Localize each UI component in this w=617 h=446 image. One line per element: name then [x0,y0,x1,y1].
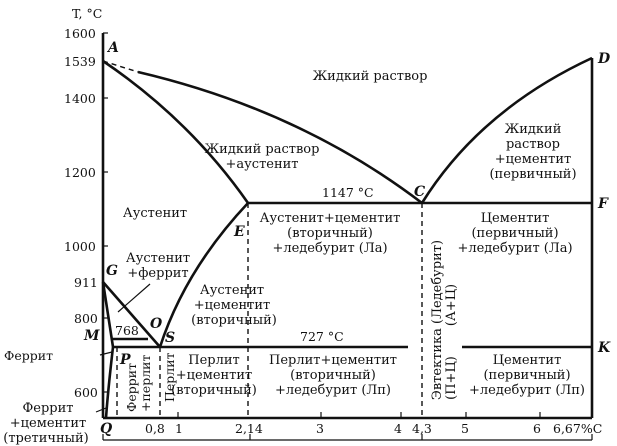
point-G: G [106,263,118,279]
y-tick-1200: 1200 [64,165,96,180]
region-austenite-cementite: Аустенит +цементит (вторичный) [191,283,277,328]
svg-text:+ледебурит (Лп): +ледебурит (Лп) [469,383,585,398]
x-ticks [177,412,541,418]
liquidus-AC [137,70,423,205]
austenite-ferrite-pointer [117,283,151,313]
region-liquid-austenite: Жидкий раствор +аустенит [205,142,320,172]
svg-text:Эвтектика (Ледебурит): Эвтектика (Ледебурит) [430,240,445,400]
point-P: P [119,352,131,368]
region-ferrite-perlite: Феррит +перлит [124,355,153,412]
region-austenite-cementite-ledeburite: Аустенит+цементит (вторичный) +ледебурит… [260,211,401,256]
point-C: C [414,184,425,200]
svg-text:раствор: раствор [506,137,560,152]
x-tick-5: 5 [461,421,469,436]
svg-text:Феррит: Феррит [124,363,139,412]
x-tick-4: 4 [394,421,402,436]
y-axis-title: T, °C [72,6,102,21]
svg-text:+цементит: +цементит [194,298,270,313]
svg-text:+цементит: +цементит [495,152,571,167]
svg-text:+феррит: +феррит [127,266,188,281]
region-perlite: Перлит [162,352,177,402]
svg-text:(третичный): (третичный) [3,431,88,446]
x-tick-2.14: 2,14 [235,421,263,436]
point-F: F [597,196,609,212]
solidus-AE [102,59,250,204]
svg-text:+перлит: +перлит [138,355,153,412]
svg-text:Цементит: Цементит [481,211,550,226]
svg-text:Аустенит+цементит: Аустенит+цементит [260,211,401,226]
svg-text:Перлит: Перлит [188,353,239,368]
line-ES [158,202,249,348]
svg-text:Цементит: Цементит [493,353,562,368]
svg-text:+аустенит: +аустенит [226,157,299,172]
svg-text:Аустенит: Аустенит [126,251,190,266]
svg-text:Жидкий раствор: Жидкий раствор [205,142,320,157]
svg-text:(первичный): (первичный) [471,226,558,241]
y-tick-911: 911 [74,275,98,290]
x-tick-6: 6 [533,421,541,436]
region-ferrite-cementite: Феррит +цементит (третичный) [3,401,88,446]
svg-text:(вторичный): (вторичный) [171,383,257,398]
line-PQ [104,346,115,419]
y-tick-1539: 1539 [64,54,96,69]
liquidus-DC [420,56,593,204]
region-austenite-ferrite: Аустенит +феррит [126,251,190,281]
point-Q: Q [100,421,112,437]
region-perlite-cementite: Перлит +цементит (вторичный) [171,353,257,398]
svg-text:(вторичный): (вторичный) [191,313,277,328]
svg-text:(вторичный): (вторичный) [287,226,373,241]
svg-text:Жидкий: Жидкий [505,122,562,137]
svg-text:+цементит: +цементит [10,416,86,431]
x-tick-0.8: 0,8 [145,421,165,436]
point-O: O [150,316,163,332]
region-ferrite: Феррит [4,348,53,363]
label-768: 768 [115,323,139,338]
svg-text:(П+Ц): (П+Ц) [444,356,459,400]
svg-text:(вторичный): (вторичный) [290,368,376,383]
svg-text:(А+Ц): (А+Ц) [444,284,459,326]
label-727: 727 °C [300,329,344,344]
svg-text:Аустенит: Аустенит [200,283,264,298]
region-cementite-ledeburite-lp: Цементит (первичный) +ледебурит (Лп) [469,353,585,398]
y-tick-1000: 1000 [64,239,96,254]
x-tick-3: 3 [316,421,324,436]
secondary-axis-ticks [102,434,593,440]
x-tick-6.67: 6,67%C [553,421,602,436]
region-liquid: Жидкий раствор [313,69,428,84]
x-tick-4.3: 4,3 [412,421,432,436]
point-S: S [165,330,175,346]
line-GP [101,281,115,348]
y-tick-600: 600 [74,385,98,400]
x-tick-1: 1 [175,421,183,436]
svg-text:+ледебурит (Ла): +ледебурит (Ла) [272,241,387,256]
point-D: D [597,51,611,67]
point-E: E [233,224,245,240]
region-perlite-cementite-ledeburite: Перлит+цементит (вторичный) +ледебурит (… [269,353,397,398]
point-M: M [83,328,100,344]
y-tick-800: 800 [74,311,98,326]
svg-text:Феррит: Феррит [23,401,74,416]
point-K: K [597,340,611,356]
svg-text:(первичный): (первичный) [483,368,570,383]
point-A: A [106,40,119,56]
svg-text:+ледебурит (Лп): +ледебурит (Лп) [275,383,391,398]
y-tick-1400: 1400 [64,91,96,106]
svg-text:+ледебурит (Ла): +ледебурит (Ла) [457,241,572,256]
svg-text:+цементит: +цементит [176,368,252,383]
label-1147: 1147 °C [322,185,374,200]
ferrite-cementite-pointer [95,407,107,413]
region-austenite: Аустенит [123,206,187,221]
region-eutectic: Эвтектика (Ледебурит) (А+Ц) (П+Ц) [430,240,459,400]
svg-text:Перлит+цементит: Перлит+цементит [269,353,397,368]
region-cementite-ledeburite-la: Цементит (первичный) +ледебурит (Ла) [457,211,572,256]
svg-text:(первичный): (первичный) [489,167,576,182]
ferrite-pointer [99,351,113,356]
line-GS [102,281,161,348]
y-tick-1600: 1600 [64,26,96,41]
line-A-dashed [102,60,139,73]
region-liquid-cementite: Жидкий раствор +цементит (первичный) [489,122,576,182]
